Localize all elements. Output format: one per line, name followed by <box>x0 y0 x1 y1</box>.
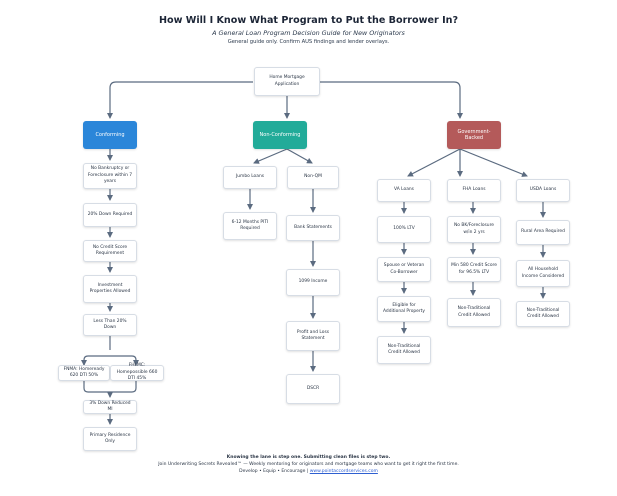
conforming-step: Investment Properties Allowed <box>83 275 137 303</box>
non-qm-step: DSCR <box>286 374 340 404</box>
website-link[interactable]: www.pointaccordservices.com <box>309 469 378 474</box>
va-step: Eligible for Additional Property <box>377 296 431 322</box>
category-conforming: Conforming <box>83 121 137 149</box>
usda-step: Rural Area Required <box>516 220 570 245</box>
fha-loans: FHA Loans <box>447 179 501 202</box>
fha-step: No BK/Foreclosure w/in 2 yrs <box>447 216 501 243</box>
usda-step: Non-Traditional Credit Allowed <box>516 301 570 327</box>
conforming-step: No Credit Score Requirement <box>83 240 137 262</box>
conforming-step: Primary Residence Only <box>83 427 137 451</box>
fha-step: Non-Traditional Credit Allowed <box>447 298 501 327</box>
conforming-step: No Bankruptcy or Foreclosure within 7 ye… <box>83 163 137 189</box>
jumbo-loans: Jumbo Loans <box>223 166 277 189</box>
disclaimer-note: General guide only. Confirm AUS findings… <box>227 39 390 45</box>
footer-promo: Join Underwriting Secrets Revealed™ — We… <box>158 462 459 467</box>
conforming-step: Less Than 20% Down <box>83 314 137 336</box>
va-step: 100% LTV <box>377 216 431 243</box>
fnma-homeready: FNMA: Homeready 620 DTI 50% <box>58 365 110 381</box>
usda-loans: USDA Loans <box>516 179 570 202</box>
va-step: Spouse or Veteran Co-Borrower <box>377 257 431 282</box>
conforming-step: 20% Down Required <box>83 203 137 227</box>
usda-step: All Household Income Considered <box>516 260 570 287</box>
root-node: Home Mortgage Application <box>254 67 320 96</box>
fhlmc-homepossible: FHLMC: Homepossible 660 DTI 45% <box>110 363 164 381</box>
va-loans: VA Loans <box>377 179 431 202</box>
non-qm-step: Profit and Loss Statement <box>286 321 340 351</box>
category-non-conforming: Non-Conforming <box>253 121 307 149</box>
jumbo-step: 6-12 Months PITI Required <box>223 212 277 240</box>
conforming-step: 3% Down Reduced MI <box>83 400 137 414</box>
footer-motto: Develop • Equip • Encourage | <box>239 469 310 474</box>
non-qm-step: 1099 Income <box>286 269 340 296</box>
va-step: Non-Traditional Credit Allowed <box>377 336 431 364</box>
footer-contact: Develop • Equip • Encourage | www.pointa… <box>0 469 617 474</box>
non-qm: Non-QM <box>287 166 339 189</box>
page-subtitle: A General Loan Program Decision Guide fo… <box>212 29 405 37</box>
fha-step: Min 580 Credit Score for 96.5% LTV <box>447 257 501 282</box>
footer-tagline: Knowing the lane is step one. Submitting… <box>226 455 391 460</box>
category-government-backed: Government-Backed <box>447 121 501 149</box>
page-title: How Will I Know What Program to Put the … <box>158 15 459 26</box>
non-qm-step: Bank Statements <box>286 215 340 241</box>
